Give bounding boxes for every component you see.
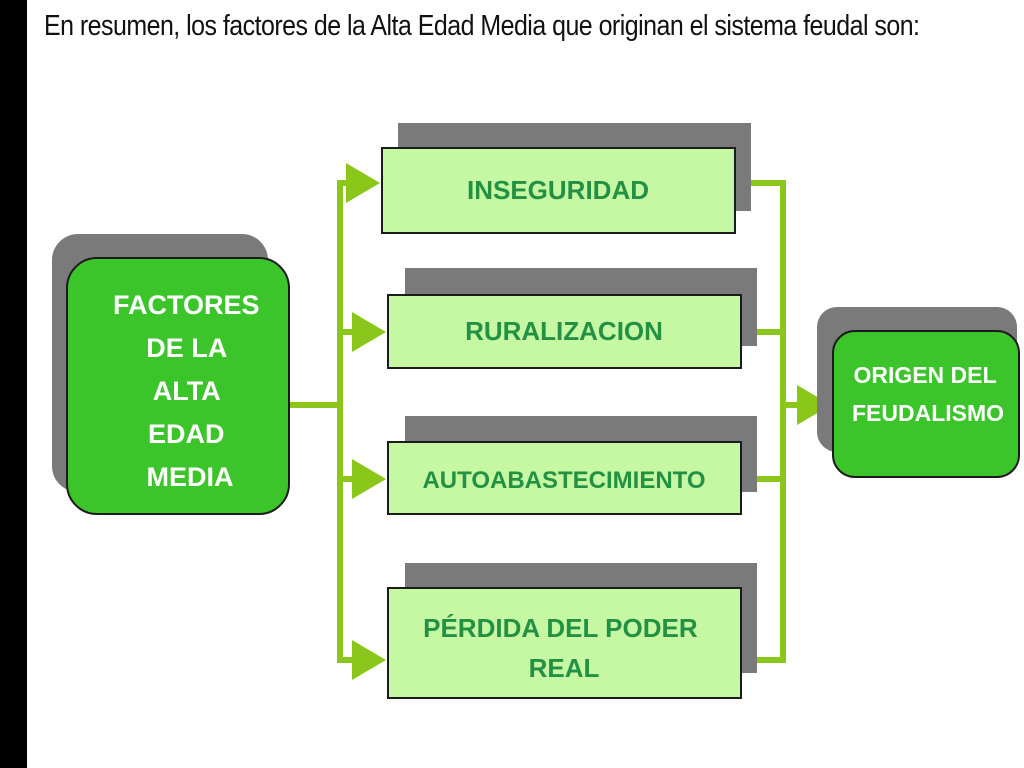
arrow-to-factor — [346, 163, 380, 203]
arrow-to-factor — [352, 312, 386, 352]
result-line: ORIGEN DEL — [853, 362, 996, 388]
source-label: FACTORES DE LA ALTA EDAD MEDIA — [113, 290, 267, 492]
factor-line: REAL — [529, 653, 600, 683]
factor-label: RURALIZACION — [465, 316, 663, 346]
result-node: ORIGEN DEL FEUDALISMO — [817, 307, 1020, 478]
arrow-to-result — [797, 385, 831, 425]
source-line: MEDIA — [147, 462, 234, 492]
factor-label: AUTOABASTECIMIENTO — [422, 467, 705, 494]
source-line: FACTORES — [113, 290, 260, 320]
intro-text: En resumen, los factores de la Alta Edad… — [44, 10, 920, 42]
left-edge-bar — [0, 0, 27, 768]
source-line: DE LA — [146, 333, 227, 363]
factor-label: PÉRDIDA DEL PODER REAL — [423, 613, 705, 683]
factor-box — [381, 147, 736, 234]
factor-box — [387, 294, 742, 369]
arrow-to-factor — [352, 640, 386, 680]
factor-node-inseguridad: INSEGURIDAD — [381, 123, 751, 234]
source-line: EDAD — [148, 419, 225, 449]
source-node: FACTORES DE LA ALTA EDAD MEDIA — [52, 234, 290, 515]
factor-box — [387, 587, 742, 699]
factor-line: AUTOABASTECIMIENTO — [422, 467, 705, 494]
source-box — [66, 257, 290, 515]
source-line: ALTA — [153, 376, 220, 406]
result-line: FEUDALISMO — [852, 400, 1004, 426]
factor-line: RURALIZACION — [465, 316, 663, 346]
result-label: ORIGEN DEL FEUDALISMO — [852, 362, 1004, 426]
factor-node-autoabastecimiento: AUTOABASTECIMIENTO — [387, 416, 757, 515]
factor-label: INSEGURIDAD — [467, 175, 649, 205]
factor-line: INSEGURIDAD — [467, 175, 649, 205]
factor-box — [387, 441, 742, 515]
factor-node-ruralizacion: RURALIZACION — [387, 268, 757, 369]
result-box — [832, 330, 1020, 478]
factor-line: PÉRDIDA DEL PODER — [423, 613, 698, 643]
factor-node-perdida-poder-real: PÉRDIDA DEL PODER REAL — [387, 563, 757, 699]
connectors — [286, 163, 831, 680]
arrow-to-factor — [352, 459, 386, 499]
